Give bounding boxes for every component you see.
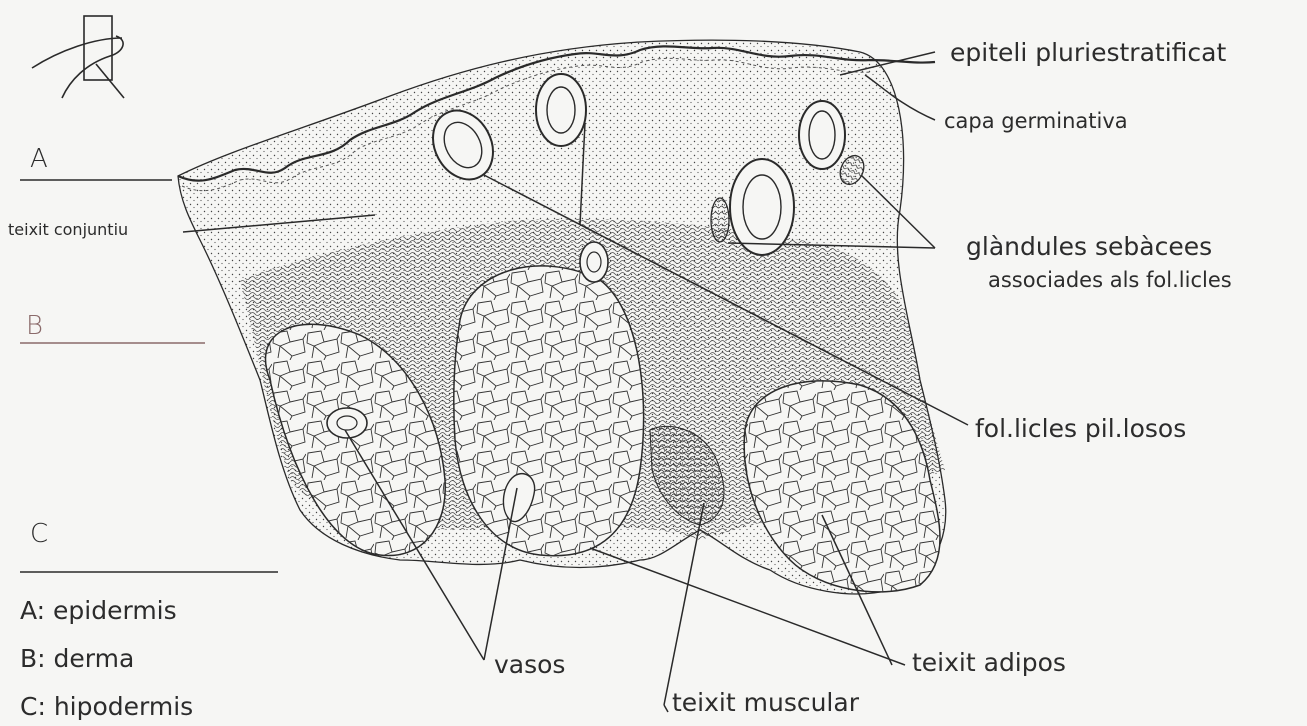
legend-derma: B: derma bbox=[20, 646, 134, 671]
label-teixit-conjuntiu: teixit conjuntiu bbox=[8, 222, 128, 238]
adipose-lobule bbox=[454, 266, 644, 556]
layer-a-label: A bbox=[30, 146, 48, 172]
label-teixit-muscular: teixit muscular bbox=[672, 690, 859, 715]
label-foliculs: fol.licles pil.losos bbox=[975, 416, 1186, 441]
layer-c-label: C bbox=[30, 521, 48, 547]
legend-hipodermis: C: hipodermis bbox=[20, 694, 193, 719]
label-associades: associades als fol.licles bbox=[988, 270, 1232, 291]
label-glandules: glàndules sebàcees bbox=[966, 234, 1212, 259]
orientation-sketch-icon bbox=[32, 16, 124, 98]
label-capa-germinativa: capa germinativa bbox=[944, 111, 1128, 132]
layer-b-label: B bbox=[26, 313, 43, 339]
label-epiteli: epiteli pluriestratificat bbox=[950, 40, 1226, 65]
label-vasos: vasos bbox=[494, 652, 565, 677]
legend-epidermis: A: epidermis bbox=[20, 598, 177, 623]
label-teixit-adipos: teixit adipos bbox=[912, 650, 1066, 675]
